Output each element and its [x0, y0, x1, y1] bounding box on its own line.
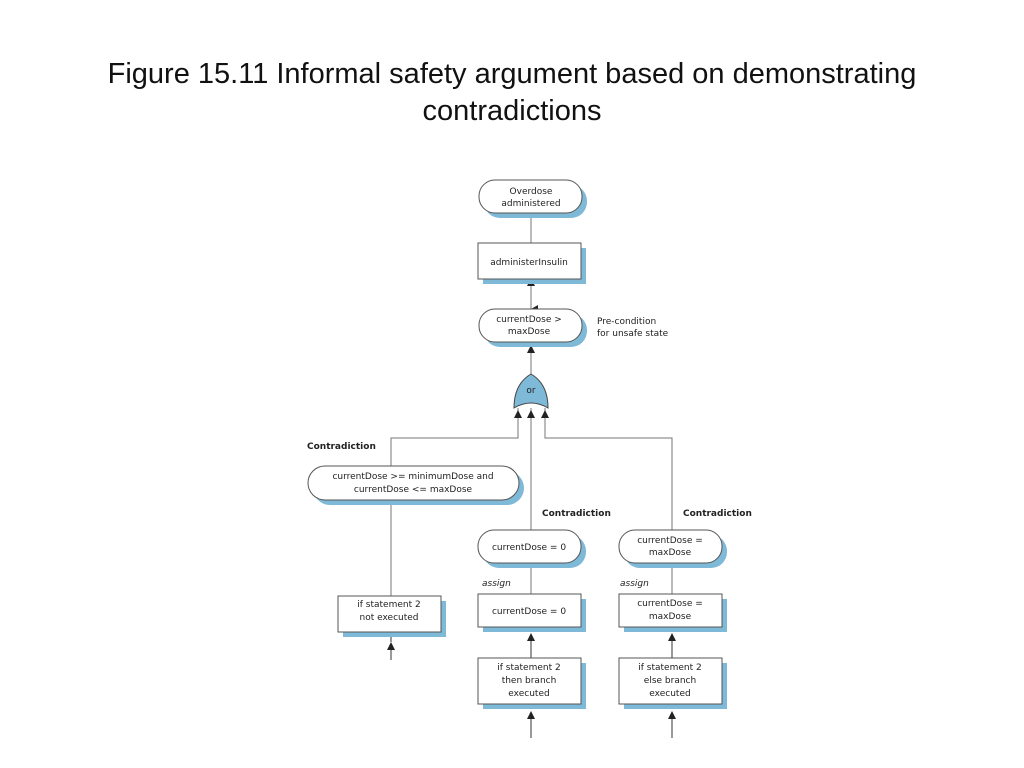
node-mid-statement: if statement 2 then branch executed [477, 657, 586, 709]
precondition-note: for unsafe state [597, 329, 669, 339]
figure-title: Figure 15.11 Informal safety argument ba… [0, 56, 1024, 130]
node-text: then branch [502, 676, 557, 686]
node-right-statement: if statement 2 else branch executed [618, 657, 727, 709]
node-text: if statement 2 [638, 663, 701, 673]
contradiction-label-mid: Contradiction [542, 509, 611, 519]
figure-title-line-2: contradictions [422, 95, 602, 127]
node-mid-state: currentDose = 0 [477, 529, 586, 568]
node-left-state: currentDose >= minimumDose and currentDo… [307, 465, 524, 505]
arrowhead [541, 410, 549, 418]
node-text: maxDose [649, 612, 692, 622]
node-text: currentDose = [637, 599, 703, 609]
arrowhead [527, 711, 535, 719]
node-overdose-administered: Overdose administered [478, 179, 587, 218]
node-left-statement: if statement 2 not executed [337, 595, 446, 637]
node-text: if statement 2 [497, 663, 560, 673]
node-right-state: currentDose = maxDose [618, 529, 727, 568]
node-mid-assign: currentDose = 0 [477, 593, 586, 632]
assign-label-mid: assign [482, 579, 511, 589]
node-text: currentDose = [637, 536, 703, 546]
node-text: if statement 2 [357, 600, 420, 610]
arrowhead [527, 633, 535, 641]
node-text: administered [501, 199, 560, 209]
node-text: administerInsulin [490, 258, 568, 268]
node-text: currentDose > [496, 315, 562, 325]
or-gate-label: or [526, 386, 536, 396]
arrowhead [668, 711, 676, 719]
node-administer-insulin: administerInsulin [477, 242, 586, 284]
arrowhead [668, 633, 676, 641]
arrowhead [527, 345, 535, 353]
contradiction-label-right: Contradiction [683, 509, 752, 519]
node-text: maxDose [508, 327, 551, 337]
figure-title-line-1: Figure 15.11 Informal safety argument ba… [107, 58, 917, 90]
arrowhead [514, 410, 522, 418]
node-precondition: currentDose > maxDose [478, 308, 587, 347]
node-text: executed [508, 689, 549, 699]
node-text: maxDose [649, 548, 692, 558]
node-text: currentDose >= minimumDose and [332, 472, 493, 482]
or-gate: or [513, 373, 549, 409]
connectors [390, 216, 673, 596]
arrowhead [387, 642, 395, 650]
node-text: else branch [644, 676, 696, 686]
node-text: currentDose = 0 [492, 607, 566, 617]
node-text: Overdose [510, 187, 553, 197]
node-text: currentDose = 0 [492, 543, 566, 553]
node-right-assign: currentDose = maxDose [618, 593, 727, 632]
precondition-note: Pre-condition [597, 317, 656, 327]
assign-label-right: assign [620, 579, 649, 589]
node-text: executed [649, 689, 690, 699]
contradiction-label-left: Contradiction [307, 442, 376, 452]
node-text: not executed [360, 613, 419, 623]
arrowheads [387, 278, 676, 719]
node-text: currentDose <= maxDose [354, 485, 473, 495]
arrowhead [527, 410, 535, 418]
